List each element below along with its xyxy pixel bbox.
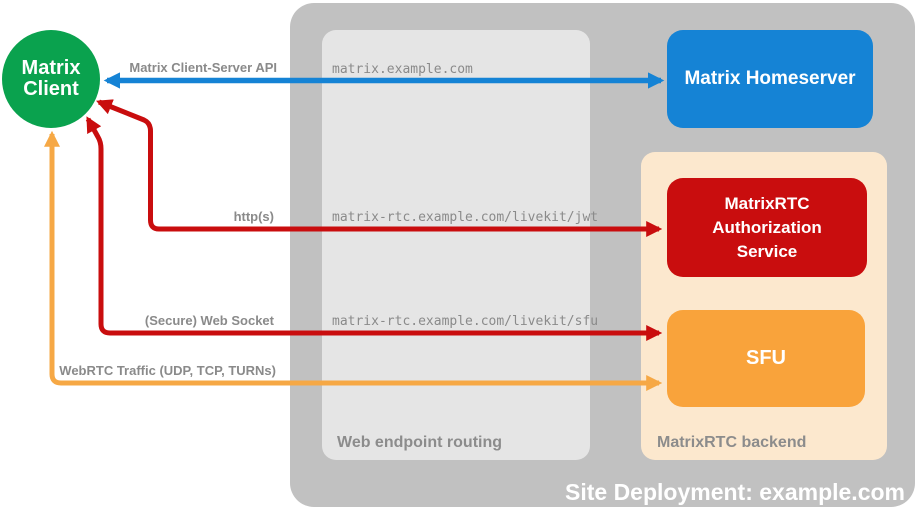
endpoint-matrix-example-com: matrix.example.com: [332, 62, 473, 77]
matrix-client-label-line2: Client: [23, 78, 79, 100]
matrix-homeserver-label: Matrix Homeserver: [684, 68, 856, 89]
matrixrtc-auth-service-node: MatrixRTC Authorization Service: [667, 178, 867, 277]
endpoint-livekit-sfu: matrix-rtc.example.com/livekit/sfu: [332, 314, 599, 329]
endpoint-livekit-jwt: matrix-rtc.example.com/livekit/jwt: [332, 210, 599, 225]
matrix-client-node: Matrix Client: [2, 30, 100, 128]
matrix-homeserver-node: Matrix Homeserver: [667, 30, 873, 128]
webrtc-traffic-label: WebRTC Traffic (UDP, TCP, TURNs): [59, 363, 276, 378]
sfu-node: SFU: [667, 310, 865, 407]
sfu-label: SFU: [746, 347, 786, 369]
matrixrtc-backend-label: MatrixRTC backend: [657, 434, 807, 451]
matrixrtc-auth-service-label: MatrixRTC Authorization Service: [712, 193, 822, 261]
client-server-api-label: Matrix Client-Server API: [129, 60, 277, 75]
site-deployment-label: Site Deployment: example.com: [565, 479, 905, 505]
https-label: http(s): [233, 209, 274, 224]
matrix-client-label-line1: Matrix: [21, 57, 81, 79]
web-endpoint-routing-container: [322, 30, 590, 460]
websocket-label: (Secure) Web Socket: [144, 313, 274, 328]
web-endpoint-routing-label: Web endpoint routing: [337, 434, 503, 451]
